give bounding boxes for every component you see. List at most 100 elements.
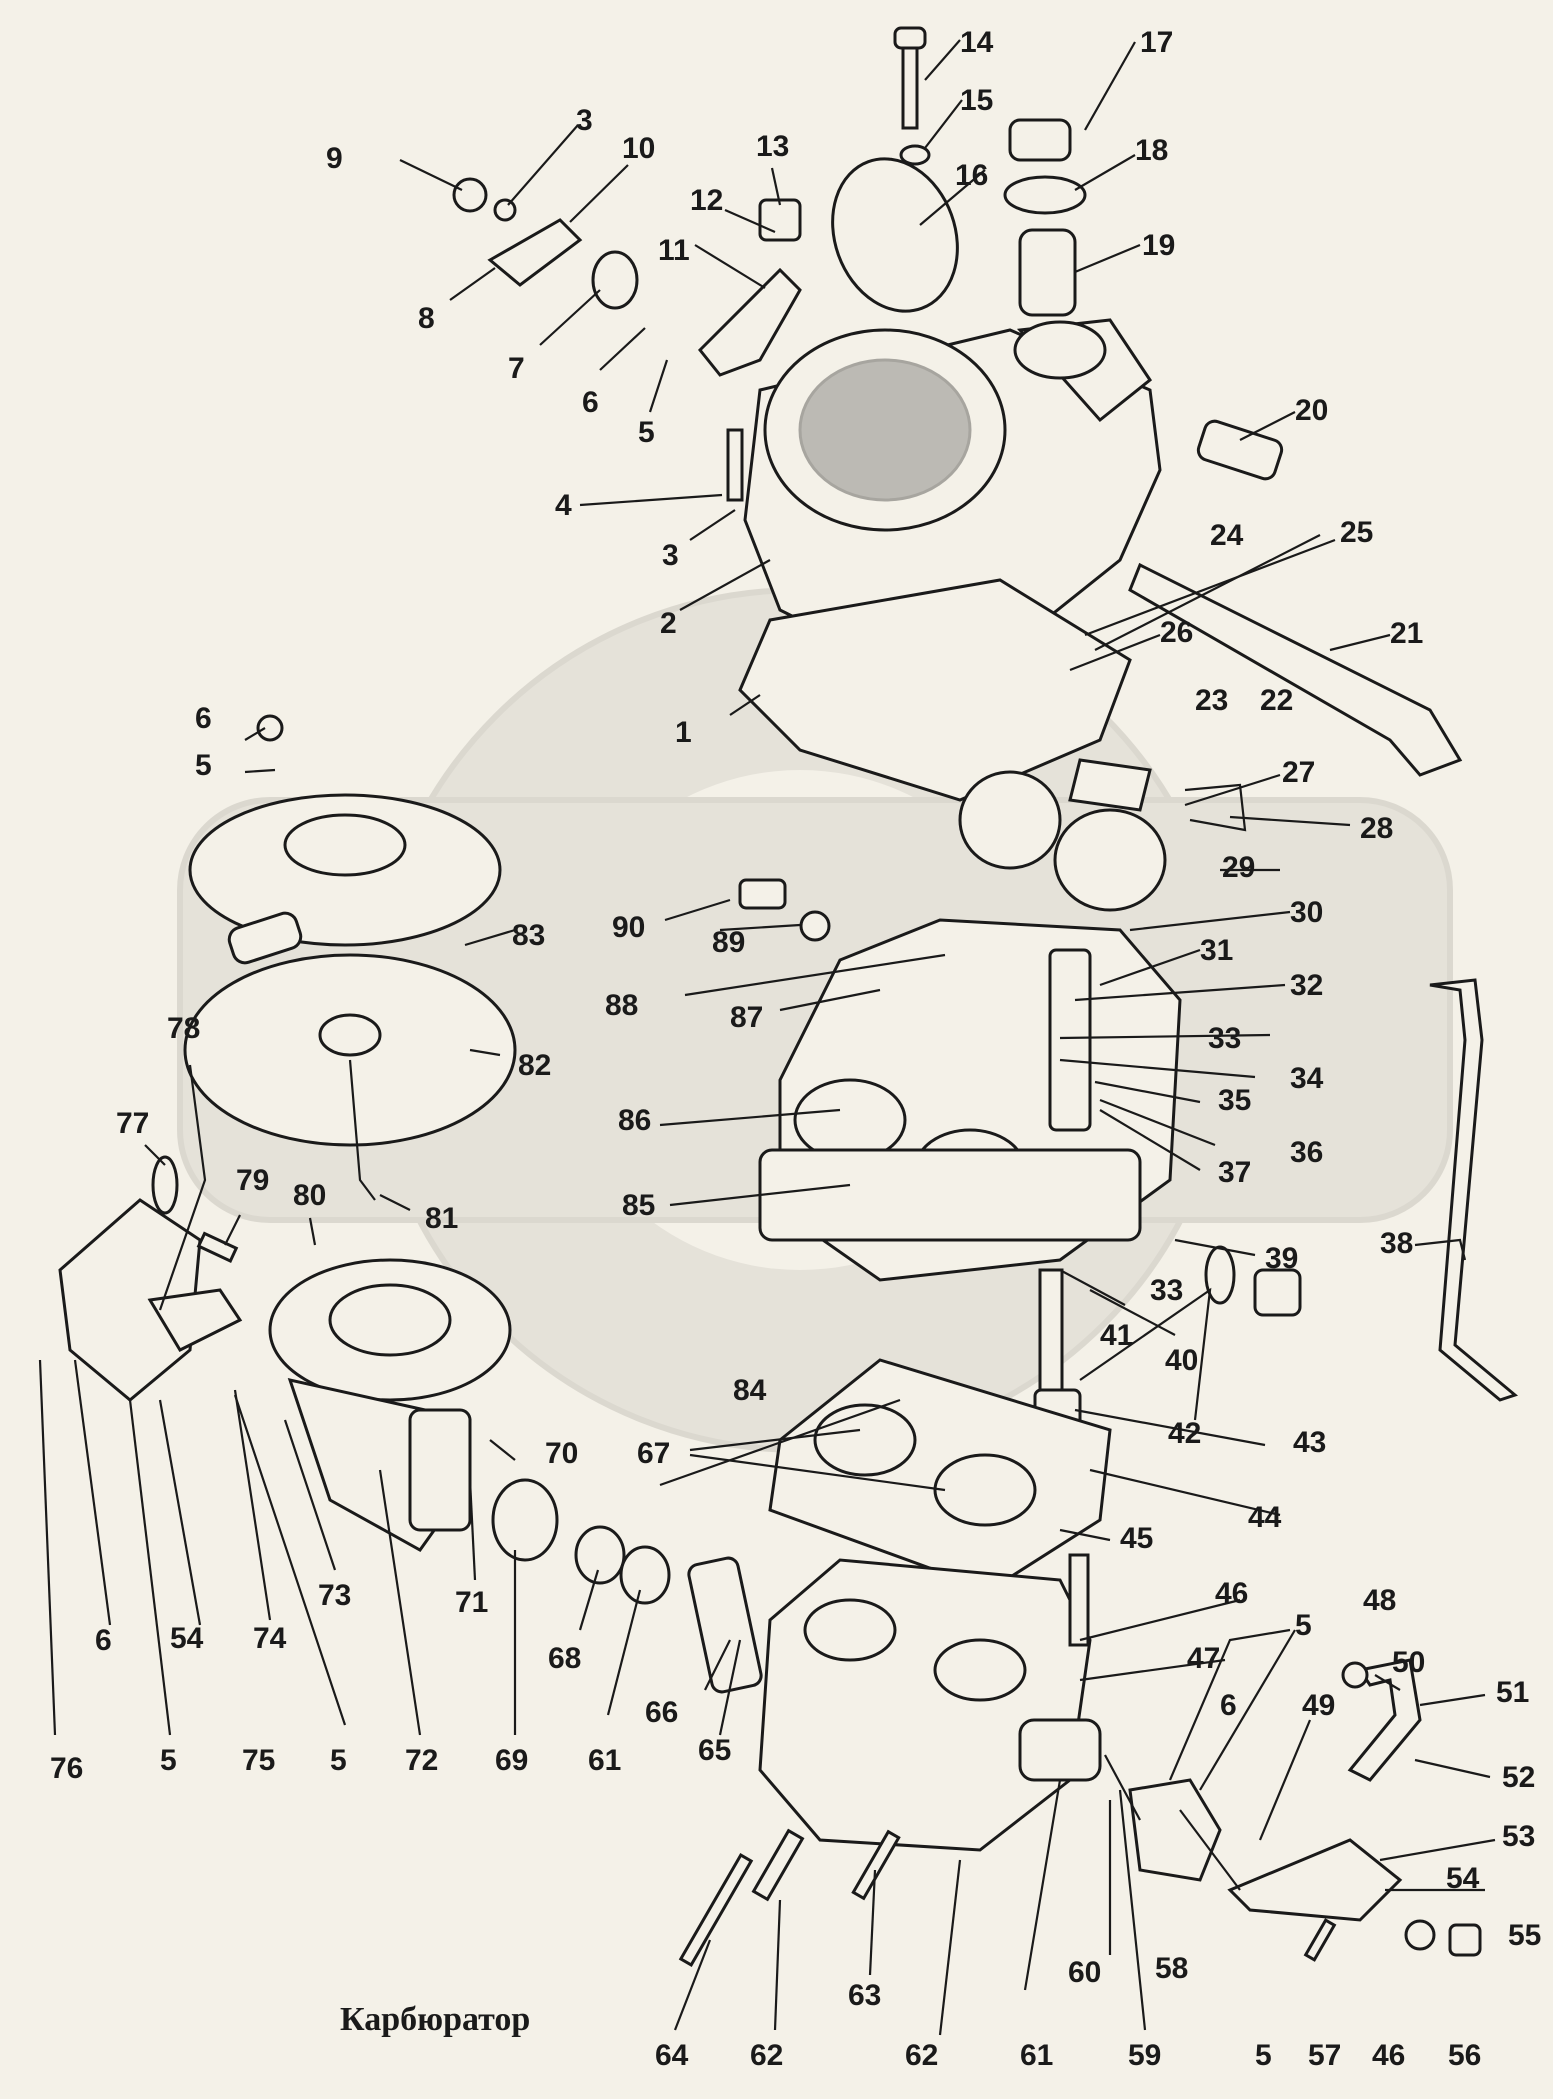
spring-7 [591, 250, 639, 310]
callout-62b: 62 [750, 2039, 783, 2072]
callout-73: 73 [318, 1579, 351, 1612]
gasket-18 [1003, 175, 1087, 215]
callout-37: 37 [1218, 1156, 1251, 1189]
callout-3b: 3 [662, 539, 679, 572]
callout-58: 58 [1155, 1952, 1188, 1985]
callout-84: 84 [733, 1374, 767, 1407]
cap-61 [619, 1545, 671, 1605]
callout-79: 79 [236, 1164, 269, 1197]
callout-5f: 5 [1255, 2039, 1272, 2072]
callout-86: 86 [618, 1104, 651, 1137]
callout-12: 12 [690, 184, 723, 217]
callout-36: 36 [1290, 1136, 1323, 1169]
callout-43: 43 [1293, 1426, 1326, 1459]
callout-88: 88 [605, 989, 638, 1022]
callout-3a: 3 [576, 104, 593, 137]
callout-10: 10 [622, 132, 655, 165]
callout-60: 60 [1068, 1956, 1101, 1989]
callout-7: 7 [508, 352, 525, 385]
callout-59: 59 [1128, 2039, 1161, 2072]
callout-76: 76 [50, 1752, 83, 1785]
callout-21: 21 [1390, 617, 1423, 650]
lever-10 [487, 218, 583, 287]
pump-cover-83 [188, 793, 502, 965]
callout-55: 55 [1508, 1919, 1541, 1952]
callout-5c: 5 [160, 1744, 177, 1777]
plug-43 [1253, 1268, 1302, 1317]
callout-75: 75 [242, 1744, 275, 1777]
fitting-20 [1196, 419, 1284, 481]
screw-63 [851, 1829, 901, 1901]
callout-8: 8 [418, 302, 435, 335]
callout-6a: 6 [582, 386, 599, 419]
callout-9: 9 [326, 142, 343, 175]
callout-17: 17 [1140, 26, 1173, 59]
screw-64 [678, 1852, 754, 1968]
plate-76 [58, 1198, 202, 1402]
part-drawings [58, 26, 1519, 1968]
callout-74: 74 [253, 1622, 287, 1655]
callout-33b: 33 [1150, 1274, 1183, 1307]
callout-62a: 62 [905, 2039, 938, 2072]
callout-48: 48 [1363, 1584, 1396, 1617]
jet-41 [1038, 1268, 1064, 1392]
lever-55 [1227, 1838, 1403, 1922]
bolt-14 [893, 26, 927, 130]
callout-13: 13 [756, 130, 789, 163]
callout-40: 40 [1165, 1344, 1198, 1377]
callout-90: 90 [612, 911, 645, 944]
spacer-plate [768, 1358, 1112, 1592]
callout-70: 70 [545, 1437, 578, 1470]
callout-18: 18 [1135, 134, 1168, 167]
callout-54b: 54 [170, 1622, 204, 1655]
washer-46 [1404, 1919, 1436, 1951]
callout-80: 80 [293, 1179, 326, 1212]
floats-29 [958, 758, 1247, 912]
callout-72: 72 [405, 1744, 438, 1777]
callout-85: 85 [622, 1189, 655, 1222]
diaphragm-82 [183, 953, 517, 1201]
callout-47: 47 [1187, 1642, 1220, 1675]
callout-34: 34 [1290, 1062, 1324, 1095]
nut-56 [1448, 1923, 1482, 1957]
washer-42 [1204, 1245, 1236, 1305]
callout-83: 83 [512, 919, 545, 952]
callout-63: 63 [848, 1979, 881, 2012]
rod-38 [1429, 978, 1519, 1402]
lever-21 [1128, 562, 1463, 777]
callout-41: 41 [1100, 1319, 1133, 1352]
screw-79 [196, 1231, 239, 1263]
callout-14: 14 [960, 26, 994, 59]
bracket-11 [697, 267, 802, 377]
callout-25: 25 [1340, 516, 1373, 549]
callout-6c: 6 [95, 1624, 112, 1657]
callout-44: 44 [1248, 1501, 1282, 1534]
callout-42: 42 [1168, 1417, 1201, 1450]
callout-4: 4 [555, 489, 572, 522]
pump-body-72 [268, 1258, 512, 1552]
callout-22: 22 [1260, 684, 1293, 717]
filter-19 [1018, 228, 1077, 317]
screw-4 [726, 428, 744, 502]
throttle-body [758, 1553, 1102, 1852]
callout-66: 66 [645, 1696, 678, 1729]
callout-20: 20 [1295, 394, 1328, 427]
spring-69 [491, 1478, 559, 1562]
callout-61a: 61 [1020, 2039, 1053, 2072]
callout-19: 19 [1142, 229, 1175, 262]
callout-31: 31 [1200, 934, 1233, 967]
clip-13 [758, 198, 802, 242]
washer-15 [899, 144, 931, 166]
callout-68: 68 [548, 1642, 581, 1675]
callout-57: 57 [1308, 2039, 1341, 2072]
screw-90 [738, 878, 787, 910]
callout-11: 11 [658, 234, 690, 267]
callout-35: 35 [1218, 1084, 1251, 1117]
callout-5e: 5 [1295, 1609, 1312, 1642]
callout-53: 53 [1502, 1820, 1535, 1853]
callout-5d: 5 [330, 1744, 347, 1777]
callout-45: 45 [1120, 1522, 1153, 1555]
callout-27: 27 [1282, 756, 1315, 789]
callout-69: 69 [495, 1744, 528, 1777]
